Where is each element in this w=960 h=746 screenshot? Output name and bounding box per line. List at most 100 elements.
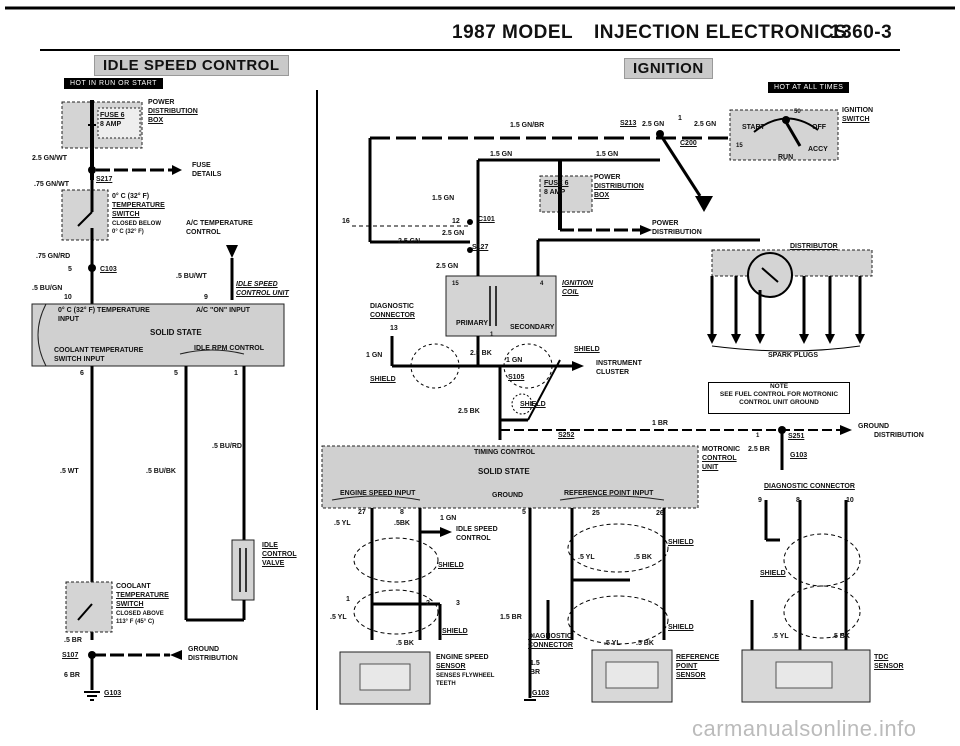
wire-25bk: 2.5 BK: [470, 350, 492, 357]
coil-pin-15: 15: [452, 281, 459, 287]
wire-75gnrd: .75 GN/RD: [36, 253, 71, 260]
power-dist-2: DISTRIBUTION: [148, 108, 198, 115]
gnd-dist-2: DISTRIBUTION: [874, 432, 924, 439]
pdb-1: POWER: [594, 174, 621, 181]
band-idle-rpm: IDLE RPM CONTROL: [194, 345, 264, 352]
pin-1b: 1: [756, 433, 760, 439]
pdb-3: BOX: [594, 192, 610, 199]
ess-4: TEETH: [436, 681, 456, 687]
tdc-2: SENSOR: [874, 663, 904, 670]
section-idle-speed-control: IDLE SPEED CONTROL: [94, 55, 289, 76]
coolant-4: CLOSED ABOVE: [116, 611, 164, 617]
wire-25gn-e: 2.5 GN: [436, 263, 459, 270]
band-temp-input-2: INPUT: [58, 316, 79, 323]
coolant-2: TEMPERATURE: [116, 592, 169, 599]
shield-c: SHIELD: [520, 401, 546, 408]
tdc-1: TDC: [874, 654, 889, 661]
ground-g103: G103: [104, 690, 122, 697]
wire-25gn-d: 2.5 GN: [398, 238, 421, 245]
wire-5bk-b: .5 BK: [634, 554, 652, 561]
shield-h: SHIELD: [760, 570, 786, 577]
ground-label: GROUND: [492, 492, 524, 499]
shield-d: SHIELD: [438, 562, 464, 569]
diag-conn-2: CONNECTOR: [370, 312, 415, 319]
wire-1gn-b: 1 GN: [506, 357, 523, 364]
pin-10-diag: 10: [846, 497, 854, 504]
fuse6-amp: 8 AMP: [100, 121, 122, 128]
distributor-label: DISTRIBUTOR: [790, 243, 838, 250]
rps-3: SENSOR: [676, 672, 706, 679]
valve-3: VALVE: [262, 560, 285, 567]
motronic-2: CONTROL: [702, 455, 737, 462]
wire-6br: 6 BR: [64, 672, 80, 679]
wire-25br: 2.5 BR: [748, 446, 770, 453]
pin-1c: 1: [346, 596, 350, 603]
ground-g103-right: G103: [790, 452, 808, 459]
pin-1-c200: 1: [678, 115, 682, 122]
wire-5buwt: .5 BU/WT: [176, 273, 207, 280]
wire-15gn-a: 1.5 GN: [490, 151, 513, 158]
power-dist-r-2: DISTRIBUTION: [652, 229, 702, 236]
idle-unit-1: IDLE SPEED: [236, 281, 278, 288]
splice-s105: S105: [508, 374, 525, 381]
valve-1: IDLE: [262, 542, 278, 549]
page-title: INJECTION ELECTRONICS: [594, 22, 848, 43]
temp-switch-5: 0° C (32° F): [112, 229, 144, 235]
wire-5br: .5 BR: [64, 637, 82, 644]
ign-accy: ACCY: [808, 146, 828, 153]
wire-5yl-e: .5 YL: [772, 633, 789, 640]
pin-3: 3: [456, 600, 460, 607]
pin-5: 5: [68, 266, 72, 273]
pin-13: 13: [390, 325, 398, 332]
wire-25gn-c: 2.5 GN: [442, 230, 465, 237]
wire-1gn: 1 GN: [366, 352, 383, 359]
ign-switch-2: SWITCH: [842, 116, 870, 123]
wire-25gnwt: 2.5 GN/WT: [32, 155, 68, 162]
motronic-1: MOTRONIC: [702, 446, 741, 453]
coil-secondary: SECONDARY: [510, 324, 555, 331]
coolant-3: SWITCH: [116, 601, 144, 608]
instr-1: INSTRUMENT: [596, 360, 642, 367]
note-box: NOTE SEE FUEL CONTROL FOR MOTRONIC CONTR…: [708, 382, 850, 414]
wire-25gn-b: 2.5 GN: [694, 121, 717, 128]
temp-switch-2: TEMPERATURE: [112, 202, 165, 209]
diag-conn-title: DIAGNOSTIC CONNECTOR: [764, 483, 855, 490]
wire-5bugn: .5 BU/GN: [32, 285, 63, 292]
diag-b-1: DIAGNOSTIC: [528, 633, 572, 640]
ign-pin-15: 15: [736, 143, 743, 149]
section-ignition: IGNITION: [624, 58, 713, 79]
wire-5burd: .5 BU/RD: [212, 443, 242, 450]
pin-8: 8: [400, 509, 404, 516]
wire-5yl-b: .5 YL: [578, 554, 595, 561]
pin-9: 9: [204, 294, 208, 301]
ign-coil-2: COIL: [562, 289, 579, 296]
diag-b-2: CONNECTOR: [528, 642, 573, 649]
wire-br: BR: [530, 669, 541, 676]
pin-5-right: 5: [522, 509, 526, 516]
pin-16: 16: [342, 218, 350, 225]
instr-2: CLUSTER: [596, 369, 630, 376]
wire-15gnbr: 1.5 GN/BR: [510, 122, 545, 129]
motronic-3: UNIT: [702, 464, 719, 471]
temp-switch-3: SWITCH: [112, 211, 140, 218]
ign-start: START: [742, 124, 765, 131]
power-dist-r-1: POWER: [652, 220, 679, 227]
pin-12: 12: [452, 218, 460, 225]
power-dist-3: BOX: [148, 117, 164, 124]
wire-5bk-e: .5 BK: [832, 633, 850, 640]
connector-c200: C200: [680, 140, 697, 147]
connector-c103: C103: [100, 266, 117, 273]
note-line-2: CONTROL UNIT GROUND: [739, 399, 819, 406]
pin-10: 10: [64, 294, 72, 301]
tag-hot-all-times: HOT AT ALL TIMES: [768, 82, 850, 93]
valve-2: CONTROL: [262, 551, 297, 558]
pin-1: 1: [234, 370, 238, 377]
band-coolant: COOLANT TEMPERATURE: [54, 347, 144, 354]
isc-2: CONTROL: [456, 535, 491, 542]
splice-s213: S213: [620, 120, 637, 127]
fuse6-label: FUSE 6: [100, 112, 125, 119]
ess-2: SENSOR: [436, 663, 466, 670]
coil-primary: PRIMARY: [456, 320, 489, 327]
connector-c101: C101: [478, 216, 495, 223]
ground-g103b: G103: [532, 690, 550, 697]
